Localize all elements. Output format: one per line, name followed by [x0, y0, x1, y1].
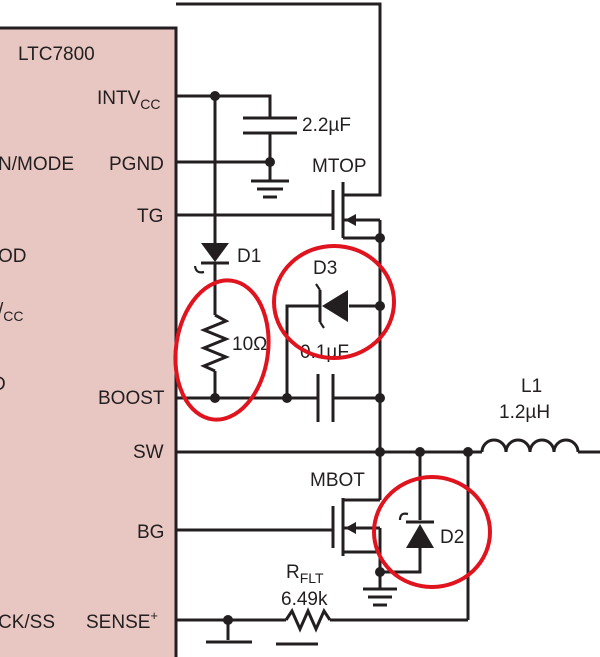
pin-run-mode: N/MODE — [0, 154, 74, 175]
d1-label: D1 — [237, 246, 261, 267]
pin-sense-plus: SENSE+ — [86, 608, 158, 633]
chip-name: LTC7800 — [18, 44, 95, 65]
intvcc-wire — [176, 94, 272, 118]
d2-hook — [398, 512, 409, 521]
mtop-label: MTOP — [312, 156, 367, 177]
pin-track-ss: CK/SS — [0, 612, 55, 633]
junction-dot — [375, 301, 385, 311]
d3-label: D3 — [313, 258, 337, 279]
junction-dot — [415, 447, 425, 457]
junction-dot — [375, 233, 385, 243]
pin-boost: BOOST — [98, 388, 165, 409]
highlight-circle-d3 — [272, 244, 396, 360]
junction-dot — [265, 157, 275, 167]
l1-inductor — [480, 438, 580, 453]
l1-value: 1.2µH — [499, 402, 550, 423]
rflt-value: 6.49k — [281, 589, 328, 610]
l1-name: L1 — [521, 376, 542, 397]
junction-dot — [223, 615, 233, 625]
mbot-arrow — [345, 522, 356, 534]
junction-dot — [210, 91, 220, 101]
pin-tg: TG — [137, 206, 163, 227]
ltc7800-chip-body — [0, 26, 178, 657]
rflt-resistor — [284, 607, 332, 633]
junction-dot — [375, 567, 385, 577]
junction-dot — [282, 393, 292, 403]
pgnd-wire — [176, 160, 272, 180]
mbot-label: MBOT — [310, 470, 365, 491]
pin-vcc-partial: /CC — [0, 300, 24, 324]
highlight-circle-r-boost — [173, 278, 271, 422]
d3-schottky-tips — [315, 283, 325, 329]
pin-pgnd: PGND — [109, 154, 164, 175]
mtop-source-drain — [343, 193, 380, 240]
junction-dot — [375, 447, 385, 457]
d2-label: D2 — [440, 527, 464, 548]
pin-intvcc: INTVCC — [97, 88, 161, 112]
junction-dot — [375, 393, 385, 403]
highlight-circle-d2 — [372, 475, 492, 589]
junction-dot — [210, 393, 220, 403]
junction-dot — [463, 447, 473, 457]
cap-intvcc-label: 2.2µF — [302, 115, 351, 136]
pin-bg: BG — [137, 522, 164, 543]
d2-diode-triangle — [406, 524, 434, 548]
r-boost-resistor — [200, 313, 230, 373]
r-boost-label: 10Ω — [232, 334, 267, 355]
pin-sw: SW — [133, 442, 164, 463]
top-rail-wire — [176, 2, 382, 197]
d1-diode-triangle — [201, 243, 229, 262]
mtop-arrow — [345, 214, 356, 226]
pin-freq-partial: D — [0, 374, 6, 395]
pin-pgood: OD — [0, 246, 27, 267]
d1-hook — [193, 265, 205, 274]
rflt-name: RFLT — [286, 562, 324, 586]
d3-cathode-wire — [285, 304, 320, 398]
d3-diode-triangle — [322, 290, 348, 322]
